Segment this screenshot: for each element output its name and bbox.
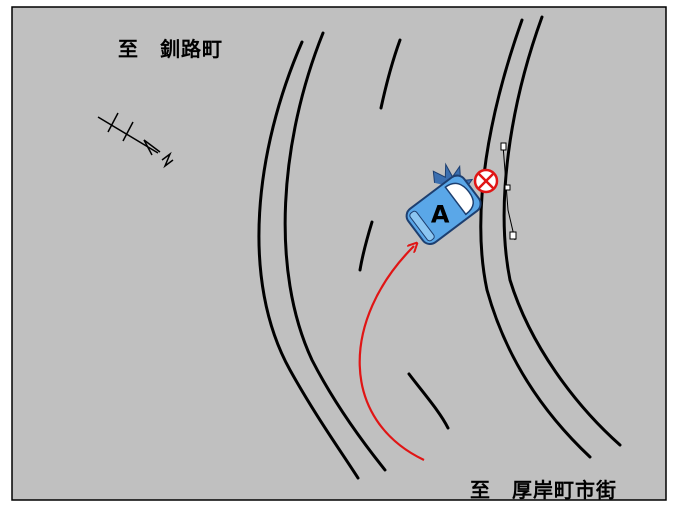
road-edge-left-inner: [283, 31, 387, 472]
north-arrow-icon: [97, 112, 174, 169]
destination-label-top: 至 釧路町: [118, 37, 223, 61]
road-edge-right-inner: [479, 18, 592, 459]
roadside-post: [500, 142, 517, 241]
road-lines: [257, 15, 622, 480]
vehicle-a: A: [405, 162, 482, 246]
x-circle-icon: [473, 168, 499, 194]
background: [11, 6, 667, 501]
vehicle-label: A: [431, 201, 450, 229]
vehicle-path-arrow: [358, 246, 425, 461]
road-edge-left-outer: [257, 40, 360, 480]
lane-line-lower: [407, 372, 450, 430]
road-edge-right-outer: [502, 15, 622, 447]
destination-label-bottom: 至 厚岸町市街: [470, 478, 617, 502]
lane-line-upper: [379, 38, 402, 110]
lane-line-middle: [358, 220, 374, 272]
